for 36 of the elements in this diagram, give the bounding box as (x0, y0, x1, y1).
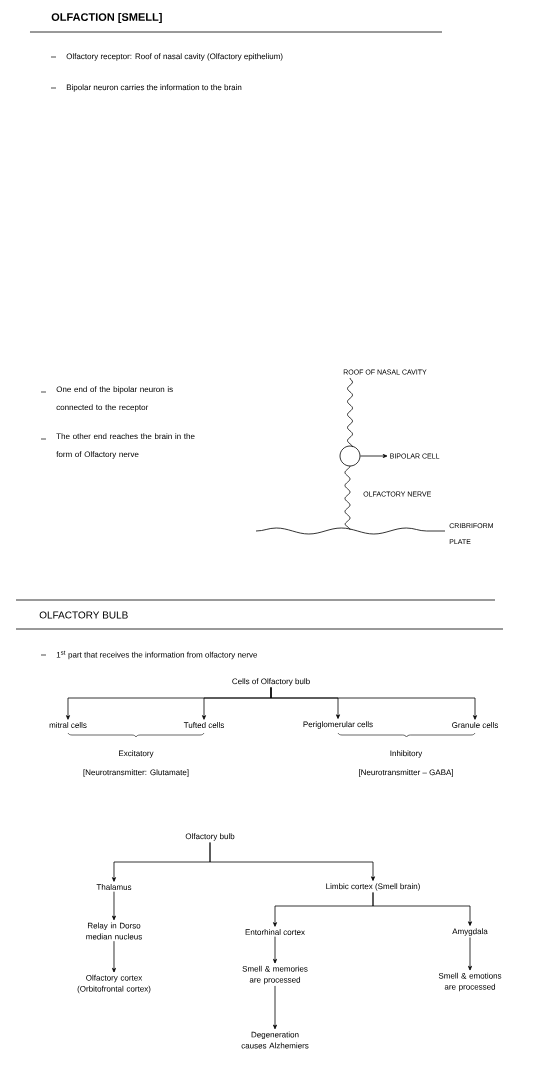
tree-label: Smell & emotions are processed (438, 972, 502, 992)
bipolar-cell-circle (339, 445, 361, 467)
arrow (112, 940, 116, 973)
arrow (209, 842, 375, 881)
tree-label: Degeneration causes Alzhemiers (241, 1031, 309, 1049)
group-label: Inhibitory (390, 750, 423, 758)
tree-label: Relay in Dorso median nucleus (86, 922, 142, 940)
tree-label: Periglomerular cells (303, 721, 373, 729)
arrow (468, 937, 472, 971)
arrow (270, 687, 477, 720)
tree-label: Granule cells (452, 722, 499, 728)
tree-label: Limbic cortex (Smell brain) (326, 883, 420, 891)
tree-label: Smell & memories are processed (242, 965, 308, 985)
arrow (273, 936, 277, 964)
group-label: Excitatory (119, 750, 154, 758)
tree-label: Entorhinal cortex (245, 929, 305, 935)
bullet-text: 1$^{st}$ part that receives the information from olfactory nerve (56, 650, 258, 660)
group-label: [Neurotransmitter: Glutamate] (83, 769, 189, 777)
arrow (273, 985, 277, 1030)
arrow (372, 892, 472, 926)
bullet-text: One end of the bipolar neuron is connected to the receptor (56, 386, 173, 412)
tree-label: Tufted cells (183, 722, 224, 728)
tree-label: Amygdala (452, 928, 488, 936)
tree-label: Olfactory cortex (Orbitofrontal cortex) (77, 974, 151, 994)
bullet-text: Olfactory receptor: Roof of nasal cavity (Olfactory epithelium) (66, 53, 283, 61)
section-heading: OLFACTORY BULB (39, 611, 128, 619)
bullet-text: The other end reaches the brain in the form of Olfactory nerve (56, 433, 195, 459)
arrow (360, 454, 388, 458)
tree-label: Thalamus (96, 884, 132, 890)
group-label: [Neurotransmitter – GABA] (359, 769, 453, 777)
bullet-text: Bipolar neuron carries the information to the brain (66, 84, 242, 92)
tree-label: mitral cells (49, 722, 87, 728)
arrow (112, 891, 116, 921)
title: OLFACTION [SMELL] (51, 12, 162, 24)
tree-label: Cells of Olfactory bulb (232, 678, 310, 686)
tree-label: Olfactory bulb (185, 833, 235, 841)
